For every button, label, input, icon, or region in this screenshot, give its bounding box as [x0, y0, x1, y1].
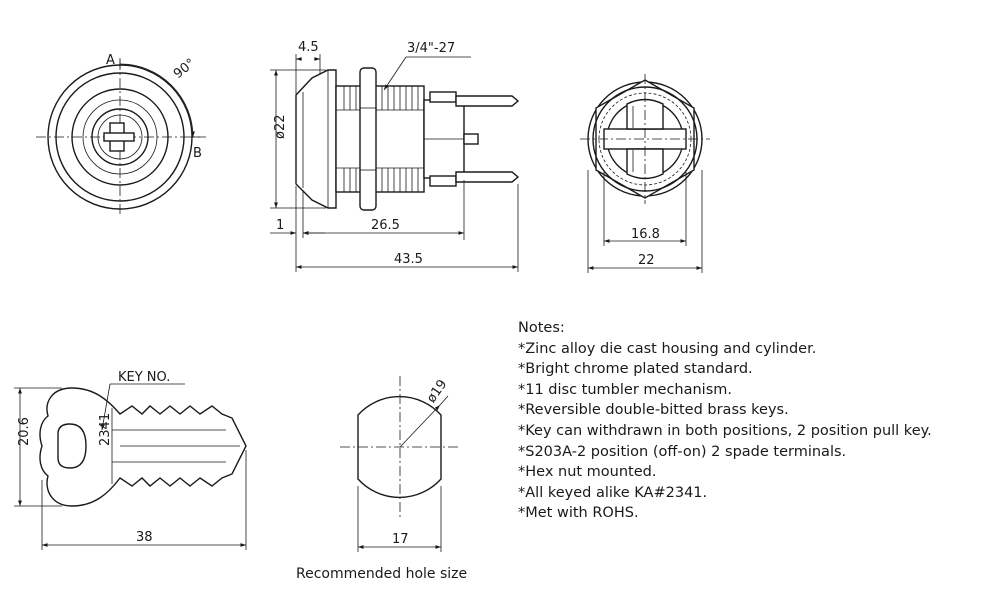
side-body-length: 26.5 — [371, 218, 400, 233]
note-item: *All keyed alike KA#2341. — [518, 484, 708, 501]
thread-lines-bottom — [343, 168, 419, 192]
note-item: *Reversible double-bitted brass keys. — [518, 402, 789, 419]
key-length-dim: 38 — [136, 530, 153, 545]
side-thread-spec: 3/4"-27 — [407, 41, 455, 56]
hole-drawing: ø19 17 — [340, 376, 460, 552]
key-number-stamp: 2341 — [98, 413, 113, 446]
notes-title: Notes: — [518, 320, 565, 336]
key-height-dim: 20.6 — [17, 417, 32, 446]
back-nut-width: 16.8 — [631, 227, 660, 242]
side-flange-thickness: 4.5 — [298, 40, 319, 55]
hole-diameter: ø19 — [424, 377, 450, 406]
side-overall-length: 43.5 — [394, 252, 423, 267]
note-item: *Bright chrome plated standard. — [518, 361, 753, 378]
note-item: *S203A-2 position (off-on) 2 spade termi… — [518, 443, 847, 460]
notes-list: Notes: *Zinc alloy die cast housing and … — [518, 318, 932, 524]
key-drawing: 2341 KEY NO. 20.6 38 — [14, 370, 247, 550]
side-diameter: ø22 — [273, 115, 288, 140]
front-label-b: B — [193, 146, 202, 161]
note-item: *Met with ROHS. — [518, 505, 639, 522]
hole-caption: Recommended hole size — [296, 566, 468, 582]
key-no-label: KEY NO. — [118, 370, 170, 385]
back-outer-diameter: 22 — [638, 253, 655, 268]
note-item: *Zinc alloy die cast housing and cylinde… — [518, 340, 817, 357]
hole-flat-width: 17 — [392, 532, 409, 547]
key-bow-hole — [57, 423, 87, 469]
side-lip-dim: 1 — [276, 218, 284, 233]
note-item: *Key can withdrawn in both positions, 2 … — [518, 422, 932, 439]
front-label-a: A — [106, 53, 115, 68]
front-view: A B 90° — [36, 53, 206, 214]
note-item: *11 disc tumbler mechanism. — [518, 381, 733, 398]
back-view: 16.8 22 — [580, 74, 710, 273]
note-item: *Hex nut mounted. — [518, 464, 657, 481]
thread-lines-top — [343, 86, 419, 110]
key-outline — [39, 387, 247, 507]
front-rotation-angle: 90° — [171, 56, 198, 82]
side-view: 4.5 3/4"-27 ø22 1 26.5 43.5 — [270, 40, 520, 272]
